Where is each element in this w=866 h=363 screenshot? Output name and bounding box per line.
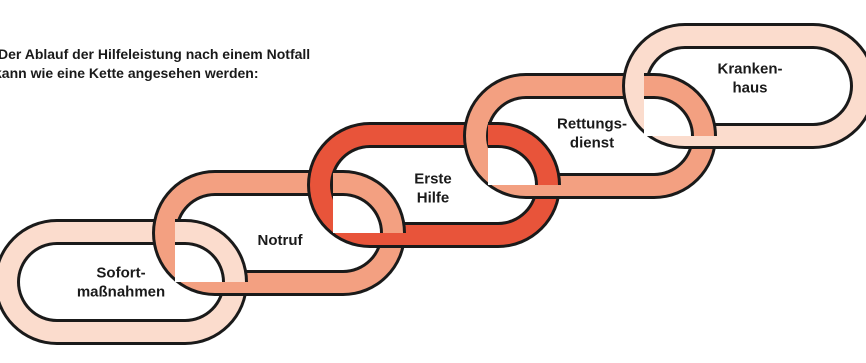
chain-link-1-label-line-2: maßnahmen [77, 284, 165, 301]
chain-link-4-label-line-2: dienst [570, 135, 614, 152]
chain-link-5 [622, 23, 866, 149]
chain-link-5-label-line-2: haus [732, 80, 767, 97]
intro-line-2: kann wie eine Kette angesehen werden: [0, 65, 259, 81]
chain-link-2-label-line-1: Notruf [258, 232, 304, 249]
chain-link-3 [488, 122, 561, 185]
intro-line-1: Der Ablauf der Hilfeleistung nach einem … [0, 46, 311, 62]
chain-link-3-label-line-1: Erste [414, 171, 452, 188]
chain-link-4-label-line-1: Rettungs- [557, 116, 627, 133]
intro-text: Der Ablauf der Hilfeleistung nach einem … [0, 45, 380, 83]
chain-link-2 [333, 170, 406, 233]
chain-link-1-label-line-1: Sofort- [96, 265, 145, 282]
chain-link-4 [644, 73, 717, 136]
chain-link-1 [175, 219, 248, 282]
chain-link-3-label-line-2: Hilfe [417, 190, 450, 207]
chain-link-5-label-line-1: Kranken- [717, 61, 782, 78]
